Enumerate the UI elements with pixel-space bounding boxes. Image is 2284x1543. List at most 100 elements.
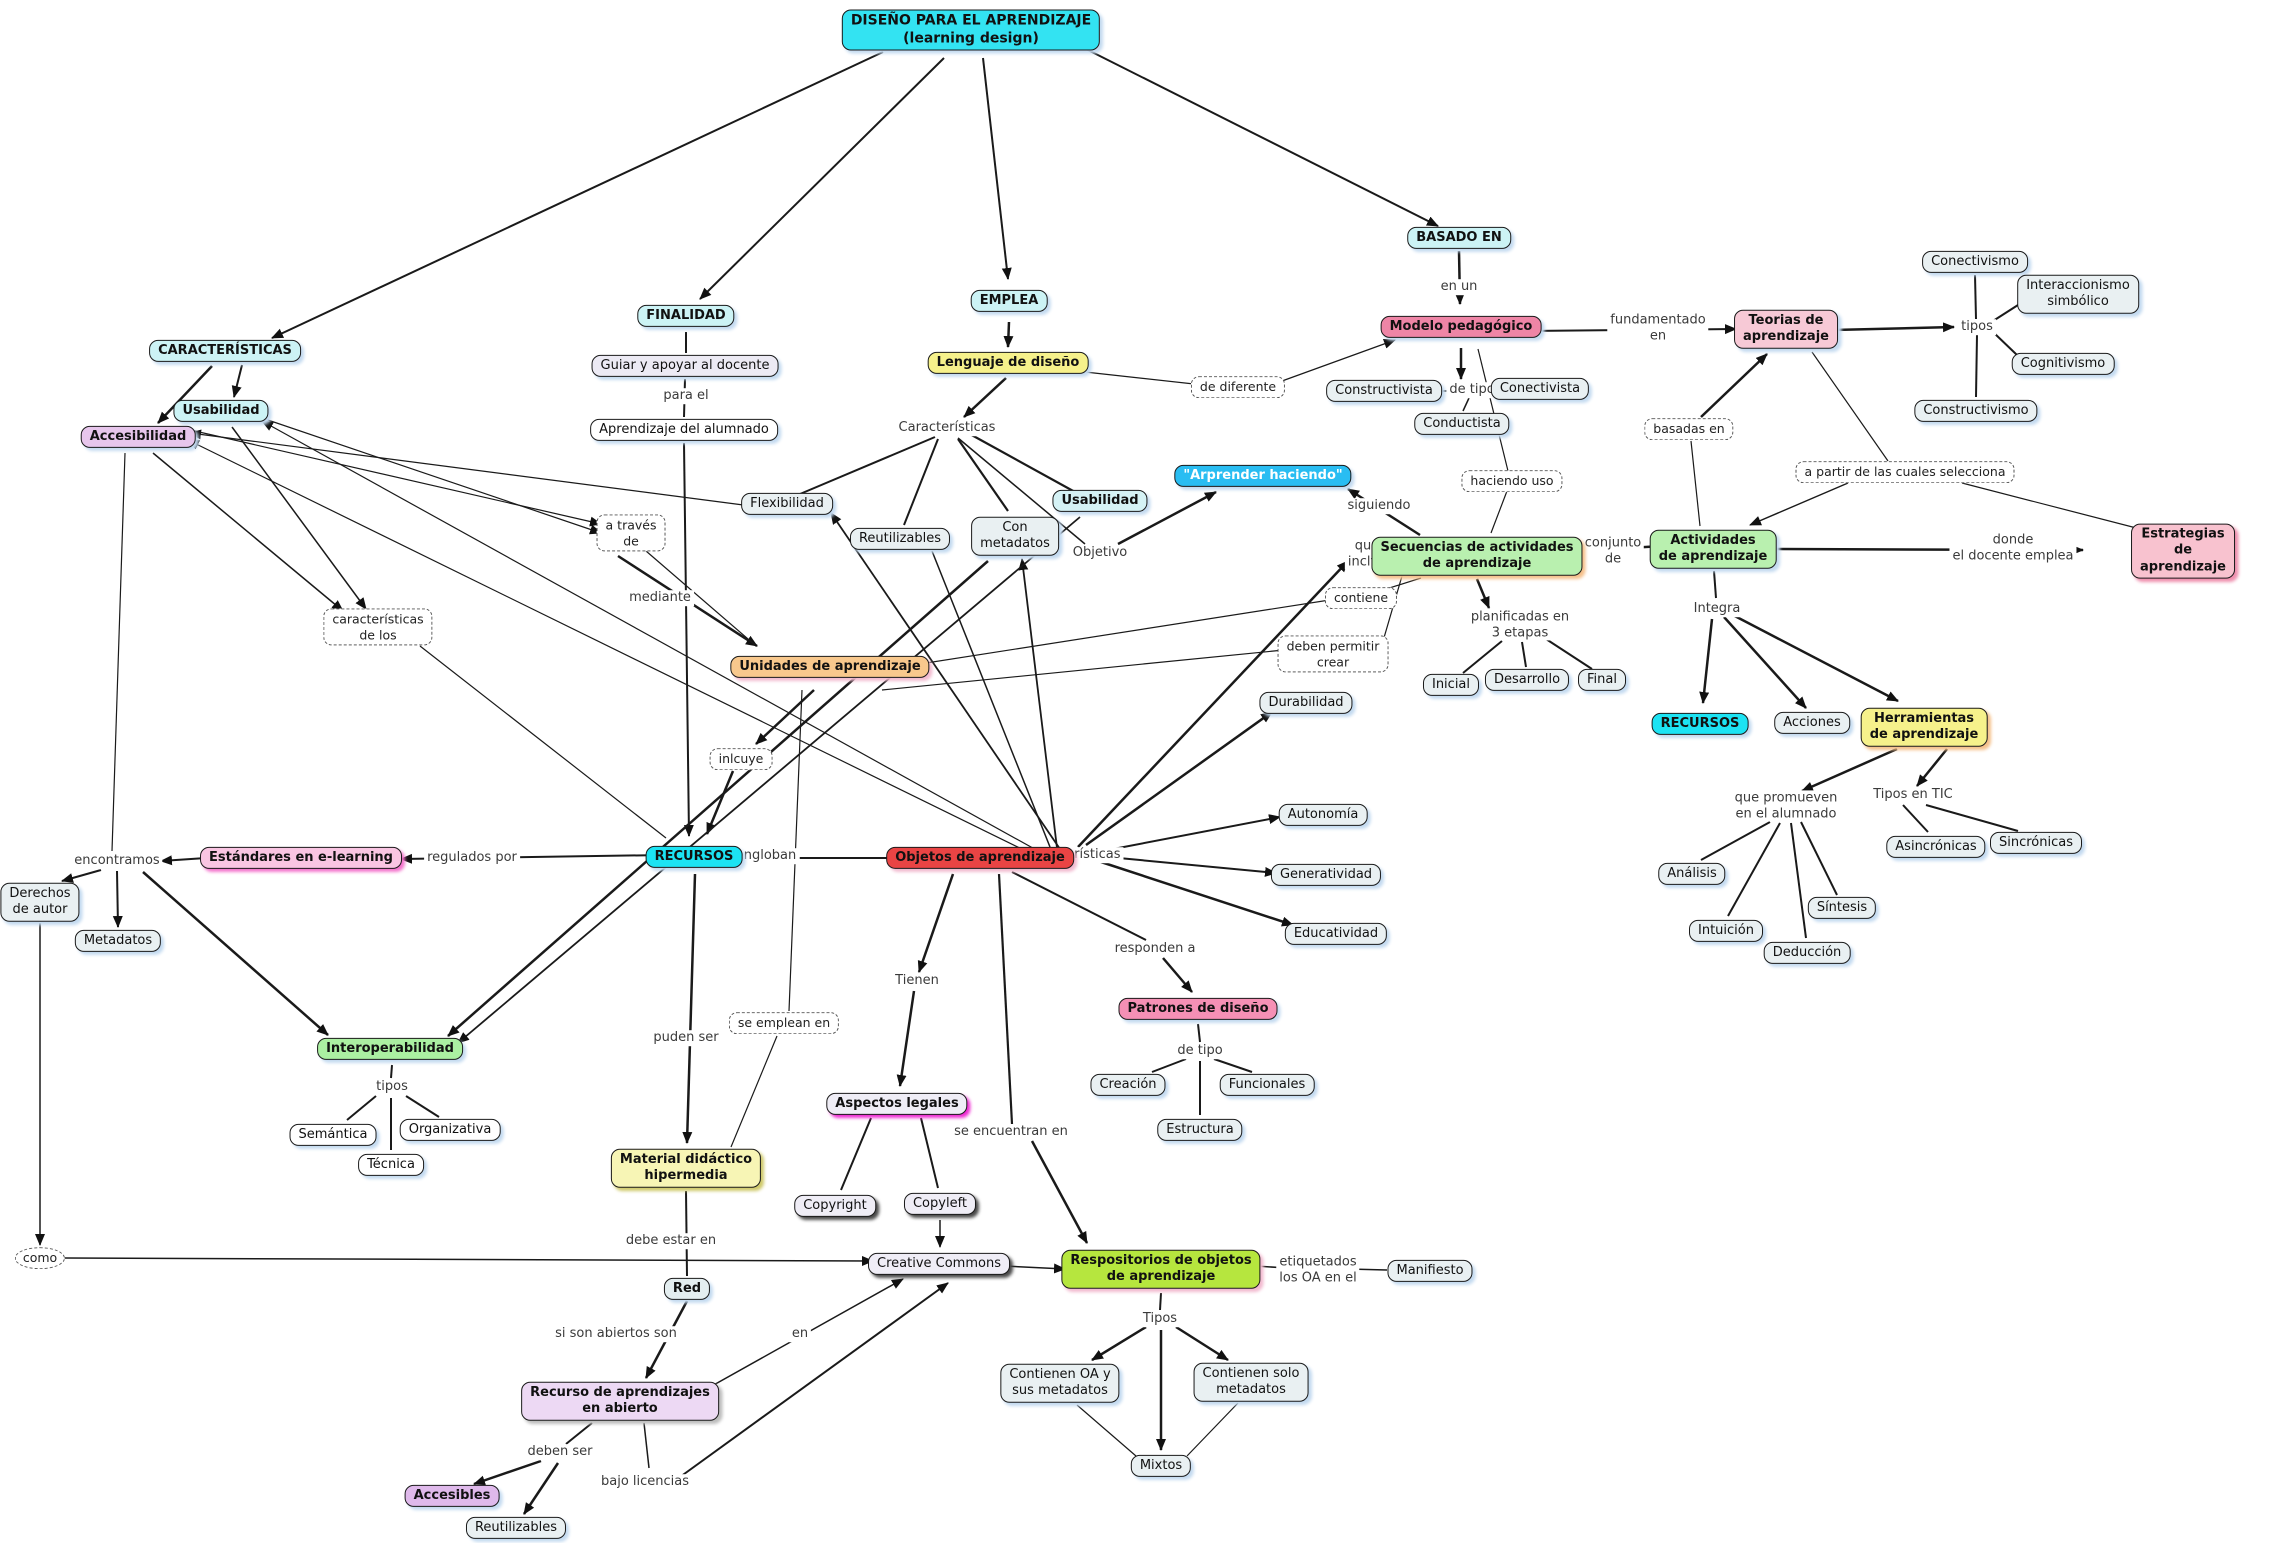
- edge-33: [1749, 482, 1849, 526]
- label-tipos-interop: tipos: [373, 1079, 411, 1095]
- node-aprendizaje-alumnado[interactable]: Aprendizaje del alumnado: [590, 418, 778, 442]
- node-secuencias[interactable]: Secuencias de actividades de aprendizaje: [1371, 536, 1583, 576]
- node-deduccion[interactable]: Deducción: [1763, 941, 1851, 965]
- label-conjunto-de: conjunto de: [1581, 535, 1645, 567]
- node-accesibles[interactable]: Accesibles: [404, 1484, 500, 1508]
- node-recurso-abierto[interactable]: Recurso de aprendizajes en abierto: [521, 1381, 719, 1421]
- node-haciendo-uso[interactable]: haciendo uso: [1461, 470, 1563, 492]
- node-funcionales[interactable]: Funcionales: [1219, 1073, 1315, 1097]
- node-asincronicas[interactable]: Asincrónicas: [1886, 835, 1986, 859]
- node-contienen-solo[interactable]: Contienen solo metadatos: [1193, 1362, 1309, 1402]
- node-constructivismo[interactable]: Constructivismo: [1914, 399, 2038, 423]
- node-durabilidad[interactable]: Durabilidad: [1259, 691, 1353, 715]
- node-arprender[interactable]: "Arprender haciendo": [1174, 464, 1352, 488]
- edge-103: [61, 869, 102, 883]
- node-analisis[interactable]: Análisis: [1658, 862, 1726, 886]
- node-copyleft[interactable]: Copyleft: [903, 1192, 977, 1216]
- node-se-emplean[interactable]: se emplean en: [728, 1012, 840, 1034]
- node-copyright[interactable]: Copyright: [794, 1194, 876, 1218]
- node-acciones[interactable]: Acciones: [1774, 711, 1850, 735]
- node-creative[interactable]: Creative Commons: [868, 1252, 1010, 1276]
- node-herramientas[interactable]: Herramientas de aprendizaje: [1860, 707, 1988, 747]
- node-caract-de-los[interactable]: características de los: [323, 608, 433, 646]
- node-unidades[interactable]: Unidades de aprendizaje: [730, 655, 930, 679]
- node-tecnica[interactable]: Técnica: [358, 1153, 424, 1177]
- node-autonomia[interactable]: Autonomía: [1278, 803, 1368, 827]
- node-desarrollo[interactable]: Desarrollo: [1484, 668, 1570, 692]
- label-en-un: en un: [1437, 279, 1481, 295]
- node-aspectos[interactable]: Aspectos legales: [826, 1092, 968, 1116]
- node-de-diferente[interactable]: de diferente: [1190, 376, 1286, 398]
- node-usabilidad-izq[interactable]: Usabilidad: [173, 399, 269, 423]
- node-interaccionismo[interactable]: Interaccionismo simbólico: [2017, 274, 2139, 314]
- edge-78: [920, 1117, 939, 1189]
- node-patrones[interactable]: Patrones de diseño: [1118, 997, 1278, 1021]
- label-tipos-repo: Tipos: [1139, 1311, 1181, 1327]
- node-reutilizables-abajo[interactable]: Reutilizables: [465, 1516, 567, 1540]
- node-respositorios[interactable]: Respositorios de objetos de aprendizaje: [1061, 1249, 1261, 1289]
- edge-73: [755, 689, 815, 745]
- edge-21: [1454, 250, 1465, 305]
- node-a-traves[interactable]: a través de: [596, 514, 666, 552]
- edge-68: [1018, 558, 1058, 849]
- node-teorias[interactable]: Teorias de aprendizaje: [1734, 309, 1838, 349]
- node-recursos-izq[interactable]: RECURSOS: [645, 845, 743, 869]
- node-organizativa[interactable]: Organizativa: [399, 1118, 501, 1142]
- node-generatividad[interactable]: Generatividad: [1270, 863, 1382, 887]
- node-accesibilidad[interactable]: Accesibilidad: [80, 425, 196, 449]
- node-metadatos[interactable]: Metadatos: [74, 929, 162, 953]
- node-material[interactable]: Material didáctico hipermedia: [610, 1148, 762, 1188]
- node-estrategias[interactable]: Estrategias de aprendizaje: [2131, 523, 2235, 579]
- edge-63: [1107, 814, 1281, 851]
- node-cognitivismo[interactable]: Cognitivismo: [2011, 352, 2115, 376]
- node-a-partir[interactable]: a partir de las cuales selecciona: [1795, 461, 2015, 483]
- node-deben-permitir[interactable]: deben permitir crear: [1277, 635, 1389, 673]
- node-sintesis[interactable]: Síntesis: [1807, 896, 1877, 920]
- node-finalidad[interactable]: FINALIDAD: [637, 304, 735, 328]
- node-inlcuye[interactable]: inlcuye: [709, 748, 773, 770]
- node-sincronicas[interactable]: Sincrónicas: [1989, 831, 2083, 855]
- node-actividades[interactable]: Actividades de aprendizaje: [1649, 529, 1777, 569]
- node-titulo[interactable]: DISEÑO PARA EL APRENDIZAJE (learning des…: [841, 9, 1101, 51]
- node-con-metadatos[interactable]: Con metadatos: [971, 516, 1059, 556]
- node-contienen-oa[interactable]: Contienen OA y sus metadatos: [1000, 1363, 1120, 1403]
- node-emplea[interactable]: EMPLEA: [970, 289, 1048, 313]
- node-red[interactable]: Red: [663, 1277, 711, 1301]
- node-usabilidad-centro[interactable]: Usabilidad: [1052, 489, 1148, 513]
- node-reutilizables[interactable]: Reutilizables: [849, 527, 951, 551]
- edge-48: [1700, 821, 1771, 861]
- node-flexibilidad[interactable]: Flexibilidad: [741, 492, 833, 516]
- node-interoperabilidad[interactable]: Interoperabilidad: [317, 1037, 463, 1061]
- node-conectivismo[interactable]: Conectivismo: [1922, 250, 2028, 274]
- node-constructivista[interactable]: Constructivista: [1326, 379, 1442, 403]
- node-basado-en[interactable]: BASADO EN: [1407, 226, 1511, 250]
- node-como[interactable]: como: [14, 1247, 66, 1269]
- node-mixtos[interactable]: Mixtos: [1130, 1454, 1192, 1478]
- node-recursos-der[interactable]: RECURSOS: [1651, 712, 1749, 736]
- node-caracteristicas[interactable]: CARACTERÍSTICAS: [149, 339, 301, 363]
- node-derechos[interactable]: Derechos de autor: [0, 882, 80, 922]
- node-lenguaje[interactable]: Lenguaje de diseño: [927, 351, 1089, 375]
- label-integra: Integra: [1690, 601, 1744, 617]
- node-conductista[interactable]: Conductista: [1414, 412, 1510, 436]
- node-guiar[interactable]: Guiar y apoyar al docente: [591, 354, 779, 378]
- node-intuicion[interactable]: Intuición: [1689, 919, 1763, 943]
- edge-30: [1992, 331, 2018, 356]
- node-contiene[interactable]: contiene: [1324, 587, 1398, 609]
- node-conectivista[interactable]: Conectivista: [1490, 377, 1590, 401]
- node-creacion[interactable]: Creación: [1090, 1073, 1166, 1097]
- edge-108: [152, 452, 344, 612]
- node-final[interactable]: Final: [1578, 668, 1626, 692]
- node-inicial[interactable]: Inicial: [1422, 673, 1480, 697]
- node-manifiesto[interactable]: Manifiesto: [1387, 1259, 1473, 1283]
- edge-116: [346, 1095, 377, 1121]
- edge-29: [1992, 304, 2019, 322]
- label-planificadas: planificadas en 3 etapas: [1467, 609, 1573, 641]
- node-semantica[interactable]: Semántica: [289, 1123, 377, 1147]
- node-educatividad[interactable]: Educatividad: [1284, 922, 1388, 946]
- node-estructura[interactable]: Estructura: [1157, 1118, 1243, 1142]
- node-objetos[interactable]: Objetos de aprendizaje: [886, 846, 1074, 870]
- node-basadas-en[interactable]: basadas en: [1644, 418, 1734, 440]
- node-estandares[interactable]: Estándares en e-learning: [200, 846, 402, 870]
- node-modelo[interactable]: Modelo pedagógico: [1380, 315, 1542, 339]
